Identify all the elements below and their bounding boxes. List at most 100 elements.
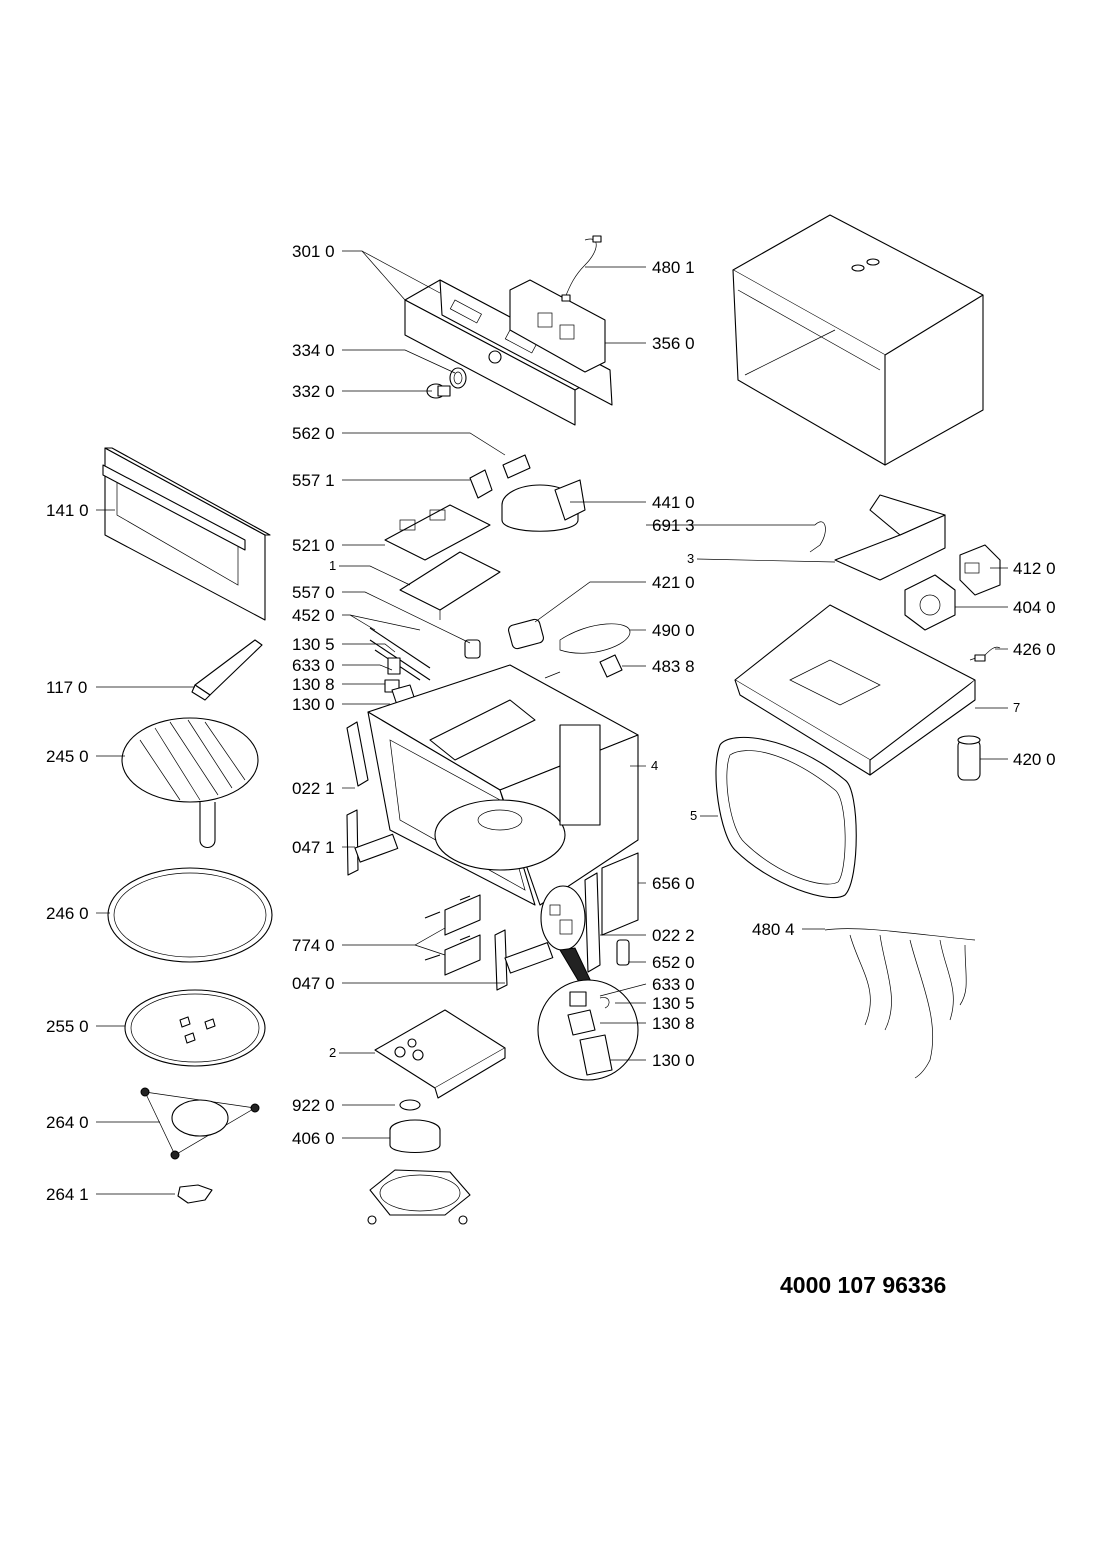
- diode-drawing: [969, 646, 1001, 662]
- part-label-332-0: 332 0: [292, 382, 335, 401]
- part-label-047-1: 047 1: [292, 838, 335, 857]
- outer-cabinet-drawing: [732, 214, 984, 466]
- part-label-246-0: 246 0: [46, 904, 89, 923]
- magnetron-drawing: [904, 574, 956, 631]
- capacitor-cord-plug-drawing: [508, 618, 631, 679]
- part-label-047-0: 047 0: [292, 974, 335, 993]
- part-label-1: 1: [329, 558, 336, 573]
- wire-480-1-drawing: [561, 235, 602, 302]
- part-label-562-0: 562 0: [292, 424, 335, 443]
- leader-line-301-0: [361, 250, 441, 294]
- filter-capacitor-drawing: [957, 735, 981, 781]
- leader-line-633-0a: [342, 664, 393, 671]
- leader-line-774-0: [342, 927, 446, 946]
- leader-line-301-0: [342, 250, 406, 301]
- part-label-426-0: 426 0: [1013, 640, 1056, 659]
- part-label-3: 3: [687, 551, 694, 566]
- part-label-774-0: 774 0: [292, 936, 335, 955]
- part-label-652-0: 652 0: [652, 953, 695, 972]
- part-label-264-0: 264 0: [46, 1113, 89, 1132]
- part-label-7: 7: [1013, 700, 1020, 715]
- part-label-480-1: 480 1: [652, 258, 695, 277]
- part-label-130-0b: 130 0: [652, 1051, 695, 1070]
- transformer-drawing: [959, 544, 1001, 596]
- part-label-2: 2: [329, 1045, 336, 1060]
- turntable-motor-drawing: [389, 1119, 441, 1153]
- lamp-and-fan-drawing: [469, 454, 586, 532]
- turntable-ring-drawing: [107, 867, 273, 963]
- rack-drawing: [121, 717, 259, 849]
- leader-line-633-0b: [599, 983, 647, 997]
- board-and-bracket-drawing: [384, 504, 501, 620]
- part-label-130-8b: 130 8: [652, 1014, 695, 1033]
- part-label-130-5a: 130 5: [292, 635, 335, 654]
- part-label-633-0b: 633 0: [652, 975, 695, 994]
- leader-line-334-0: [342, 349, 456, 374]
- part-label-441-0: 441 0: [652, 493, 695, 512]
- leader-line-421-0: [534, 581, 646, 623]
- leader-line-452-0: [342, 614, 376, 631]
- part-label-130-0a: 130 0: [292, 695, 335, 714]
- base-plate-drawing: [734, 604, 976, 776]
- part-label-264-1: 264 1: [46, 1185, 89, 1204]
- leader-line-1: [339, 565, 411, 586]
- oven-cavity-drawing: [367, 664, 639, 906]
- part-label-412-0: 412 0: [1013, 559, 1056, 578]
- part-label-691-3: 691 3: [652, 516, 695, 535]
- leader-line-557-0: [342, 591, 471, 644]
- part-label-656-0: 656 0: [652, 874, 695, 893]
- part-label-406-0: 406 0: [292, 1129, 335, 1148]
- right-bracket-drawing: [584, 852, 639, 973]
- part-label-255-0: 255 0: [46, 1017, 89, 1036]
- leader-line-774-0: [414, 944, 446, 956]
- part-label-117-0: 117 0: [46, 678, 87, 697]
- part-label-557-0: 557 0: [292, 583, 335, 602]
- part-label-633-0a: 633 0: [292, 656, 335, 675]
- part-label-022-2: 022 2: [652, 926, 695, 945]
- part-label-334-0: 334 0: [292, 341, 335, 360]
- rail-left-drawing: [346, 721, 399, 876]
- knob-drawing: [426, 367, 467, 399]
- part-label-480-4: 480 4: [752, 920, 795, 939]
- handle-drawing: [191, 639, 263, 701]
- part-label-490-0: 490 0: [652, 621, 695, 640]
- roller-support-drawing: [140, 1087, 260, 1160]
- door-seal-drawing: [715, 736, 857, 899]
- part-label-022-1: 022 1: [292, 779, 335, 798]
- leader-lines: [96, 250, 1008, 1195]
- door-drawing: [102, 447, 271, 621]
- wiring-harness-drawing: [824, 928, 976, 1079]
- leader-line-130-5a: [342, 643, 396, 653]
- glass-plate-drawing: [124, 989, 266, 1067]
- part-label-483-8: 483 8: [652, 657, 695, 676]
- part-label-420-0: 420 0: [1013, 750, 1056, 769]
- motor-base-drawing: [367, 1169, 471, 1225]
- part-label-521-0: 521 0: [292, 536, 335, 555]
- part-label-557-1: 557 1: [292, 471, 335, 490]
- part-label-245-0: 245 0: [46, 747, 89, 766]
- air-guide-drawing: [809, 494, 946, 581]
- detail-circle-large-drawing: [537, 979, 639, 1081]
- leader-line-452-0: [349, 614, 421, 631]
- part-label-130-8a: 130 8: [292, 675, 335, 694]
- part-label-5: 5: [690, 808, 697, 823]
- control-panel-drawing: [404, 279, 613, 426]
- part-label-141-0: 141 0: [46, 501, 89, 520]
- leader-line-562-0: [342, 432, 506, 456]
- document-number: 4000 107 96336: [780, 1272, 946, 1298]
- coupler-264-1-drawing: [177, 1184, 213, 1204]
- part-labels: 301 0 480 1 356 0 334 0 332 0 562 0 557 1 441 0…: [46, 242, 1056, 1204]
- bottom-plate-drawing: [374, 1009, 506, 1099]
- part-label-356-0: 356 0: [652, 334, 695, 353]
- part-label-421-0: 421 0: [652, 573, 695, 592]
- leader-line-3: [696, 558, 836, 563]
- part-label-4: 4: [651, 758, 658, 773]
- part-label-922-0: 922 0: [292, 1096, 335, 1115]
- coupler-drawing: [399, 1099, 421, 1111]
- part-label-301-0: 301 0: [292, 242, 335, 261]
- part-label-404-0: 404 0: [1013, 598, 1056, 617]
- part-label-452-0: 452 0: [292, 606, 335, 625]
- screws-brackets-drawing: [424, 894, 554, 991]
- part-label-130-5b: 130 5: [652, 994, 695, 1013]
